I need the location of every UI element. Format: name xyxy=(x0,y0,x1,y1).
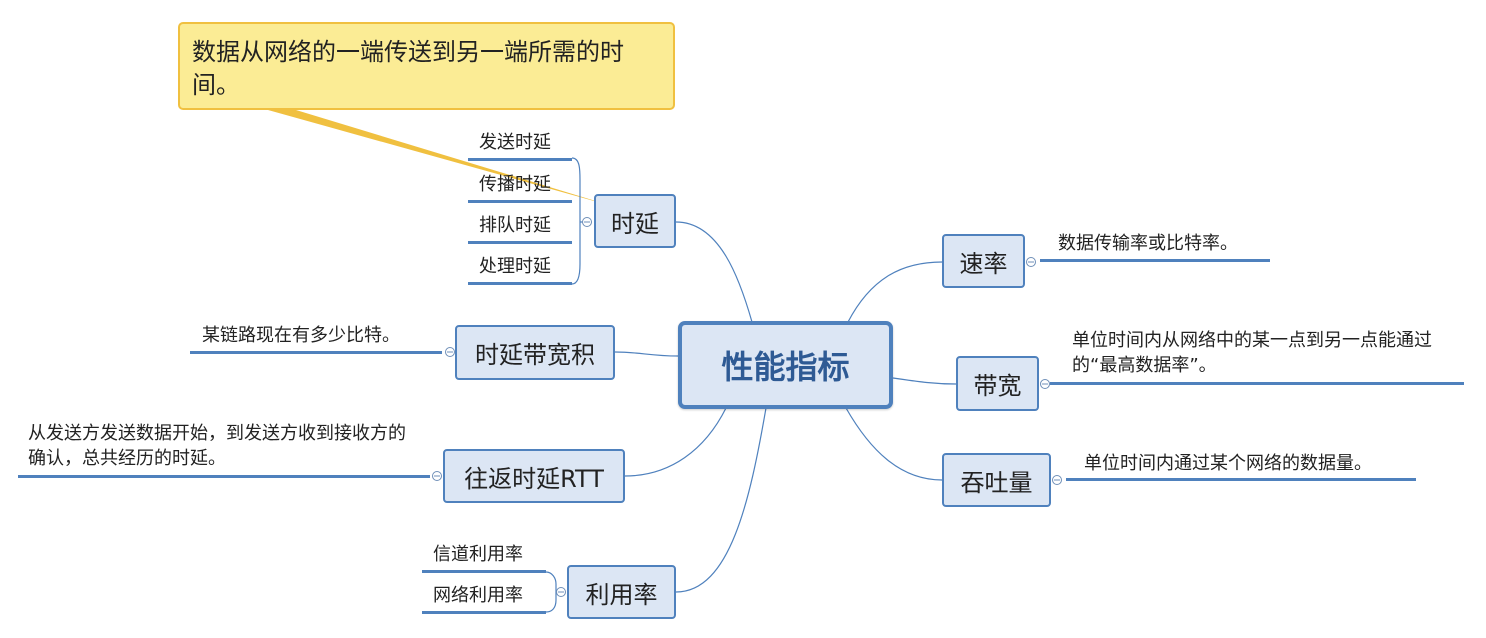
callout-pointer xyxy=(268,110,612,206)
subtopic-queue-delay[interactable]: 排队时延 xyxy=(479,215,551,236)
link-root-rate xyxy=(847,261,943,323)
underline-sub-4 xyxy=(468,282,572,285)
topic-bdp[interactable]: 时延带宽积 xyxy=(455,325,615,380)
underline-rate-note xyxy=(1040,259,1270,262)
topic-rate[interactable]: 速率 xyxy=(942,234,1025,288)
link-root-delay xyxy=(675,221,753,323)
underline-throughput-note xyxy=(1066,478,1416,481)
note-rate[interactable]: 数据传输率或比特率。 xyxy=(1058,233,1238,254)
link-root-bandwidth xyxy=(892,377,957,385)
topic-util[interactable]: 利用率 xyxy=(567,565,676,619)
underline-sub-1 xyxy=(468,158,572,161)
underline-bdp-note xyxy=(190,351,442,354)
subtopic-proc-delay[interactable]: 处理时延 xyxy=(479,256,551,277)
topic-bandwidth[interactable]: 带宽 xyxy=(956,356,1039,411)
underline-util-2 xyxy=(422,611,546,614)
delay-callout[interactable]: 数据从网络的一端传送到另一端所需的时间。 xyxy=(178,22,675,110)
subtopic-send-delay[interactable]: 发送时延 xyxy=(479,132,551,153)
note-bdp[interactable]: 某链路现在有多少比特。 xyxy=(202,325,400,346)
root-topic[interactable]: 性能指标 xyxy=(678,321,893,409)
underline-sub-2 xyxy=(468,200,572,203)
link-root-rtt xyxy=(624,407,727,477)
link-root-throughput xyxy=(845,407,943,481)
subtopic-prop-delay[interactable]: 传播时延 xyxy=(479,174,551,195)
subtopic-channel-util[interactable]: 信道利用率 xyxy=(433,544,523,565)
link-root-bdp xyxy=(614,351,679,357)
note-rtt[interactable]: 从发送方发送数据开始，到发送方收到接收方的确认，总共经历的时延。 xyxy=(28,423,406,469)
note-bandwidth[interactable]: 单位时间内从网络中的某一点到另一点能通过的“最高数据率”。 xyxy=(1072,330,1432,376)
link-root-util xyxy=(675,407,767,593)
note-throughput[interactable]: 单位时间内通过某个网络的数据量。 xyxy=(1084,453,1372,474)
underline-rtt-note xyxy=(18,475,430,478)
underline-sub-3 xyxy=(468,241,572,244)
underline-bandwidth-note xyxy=(1050,382,1464,385)
topic-throughput[interactable]: 吞吐量 xyxy=(942,453,1051,507)
topic-delay[interactable]: 时延 xyxy=(594,194,676,248)
topic-rtt[interactable]: 往返时延RTT xyxy=(443,449,625,503)
underline-util-1 xyxy=(422,570,546,573)
bracket-delay xyxy=(571,157,581,285)
subtopic-network-util[interactable]: 网络利用率 xyxy=(433,585,523,606)
bracket-util xyxy=(545,571,557,613)
